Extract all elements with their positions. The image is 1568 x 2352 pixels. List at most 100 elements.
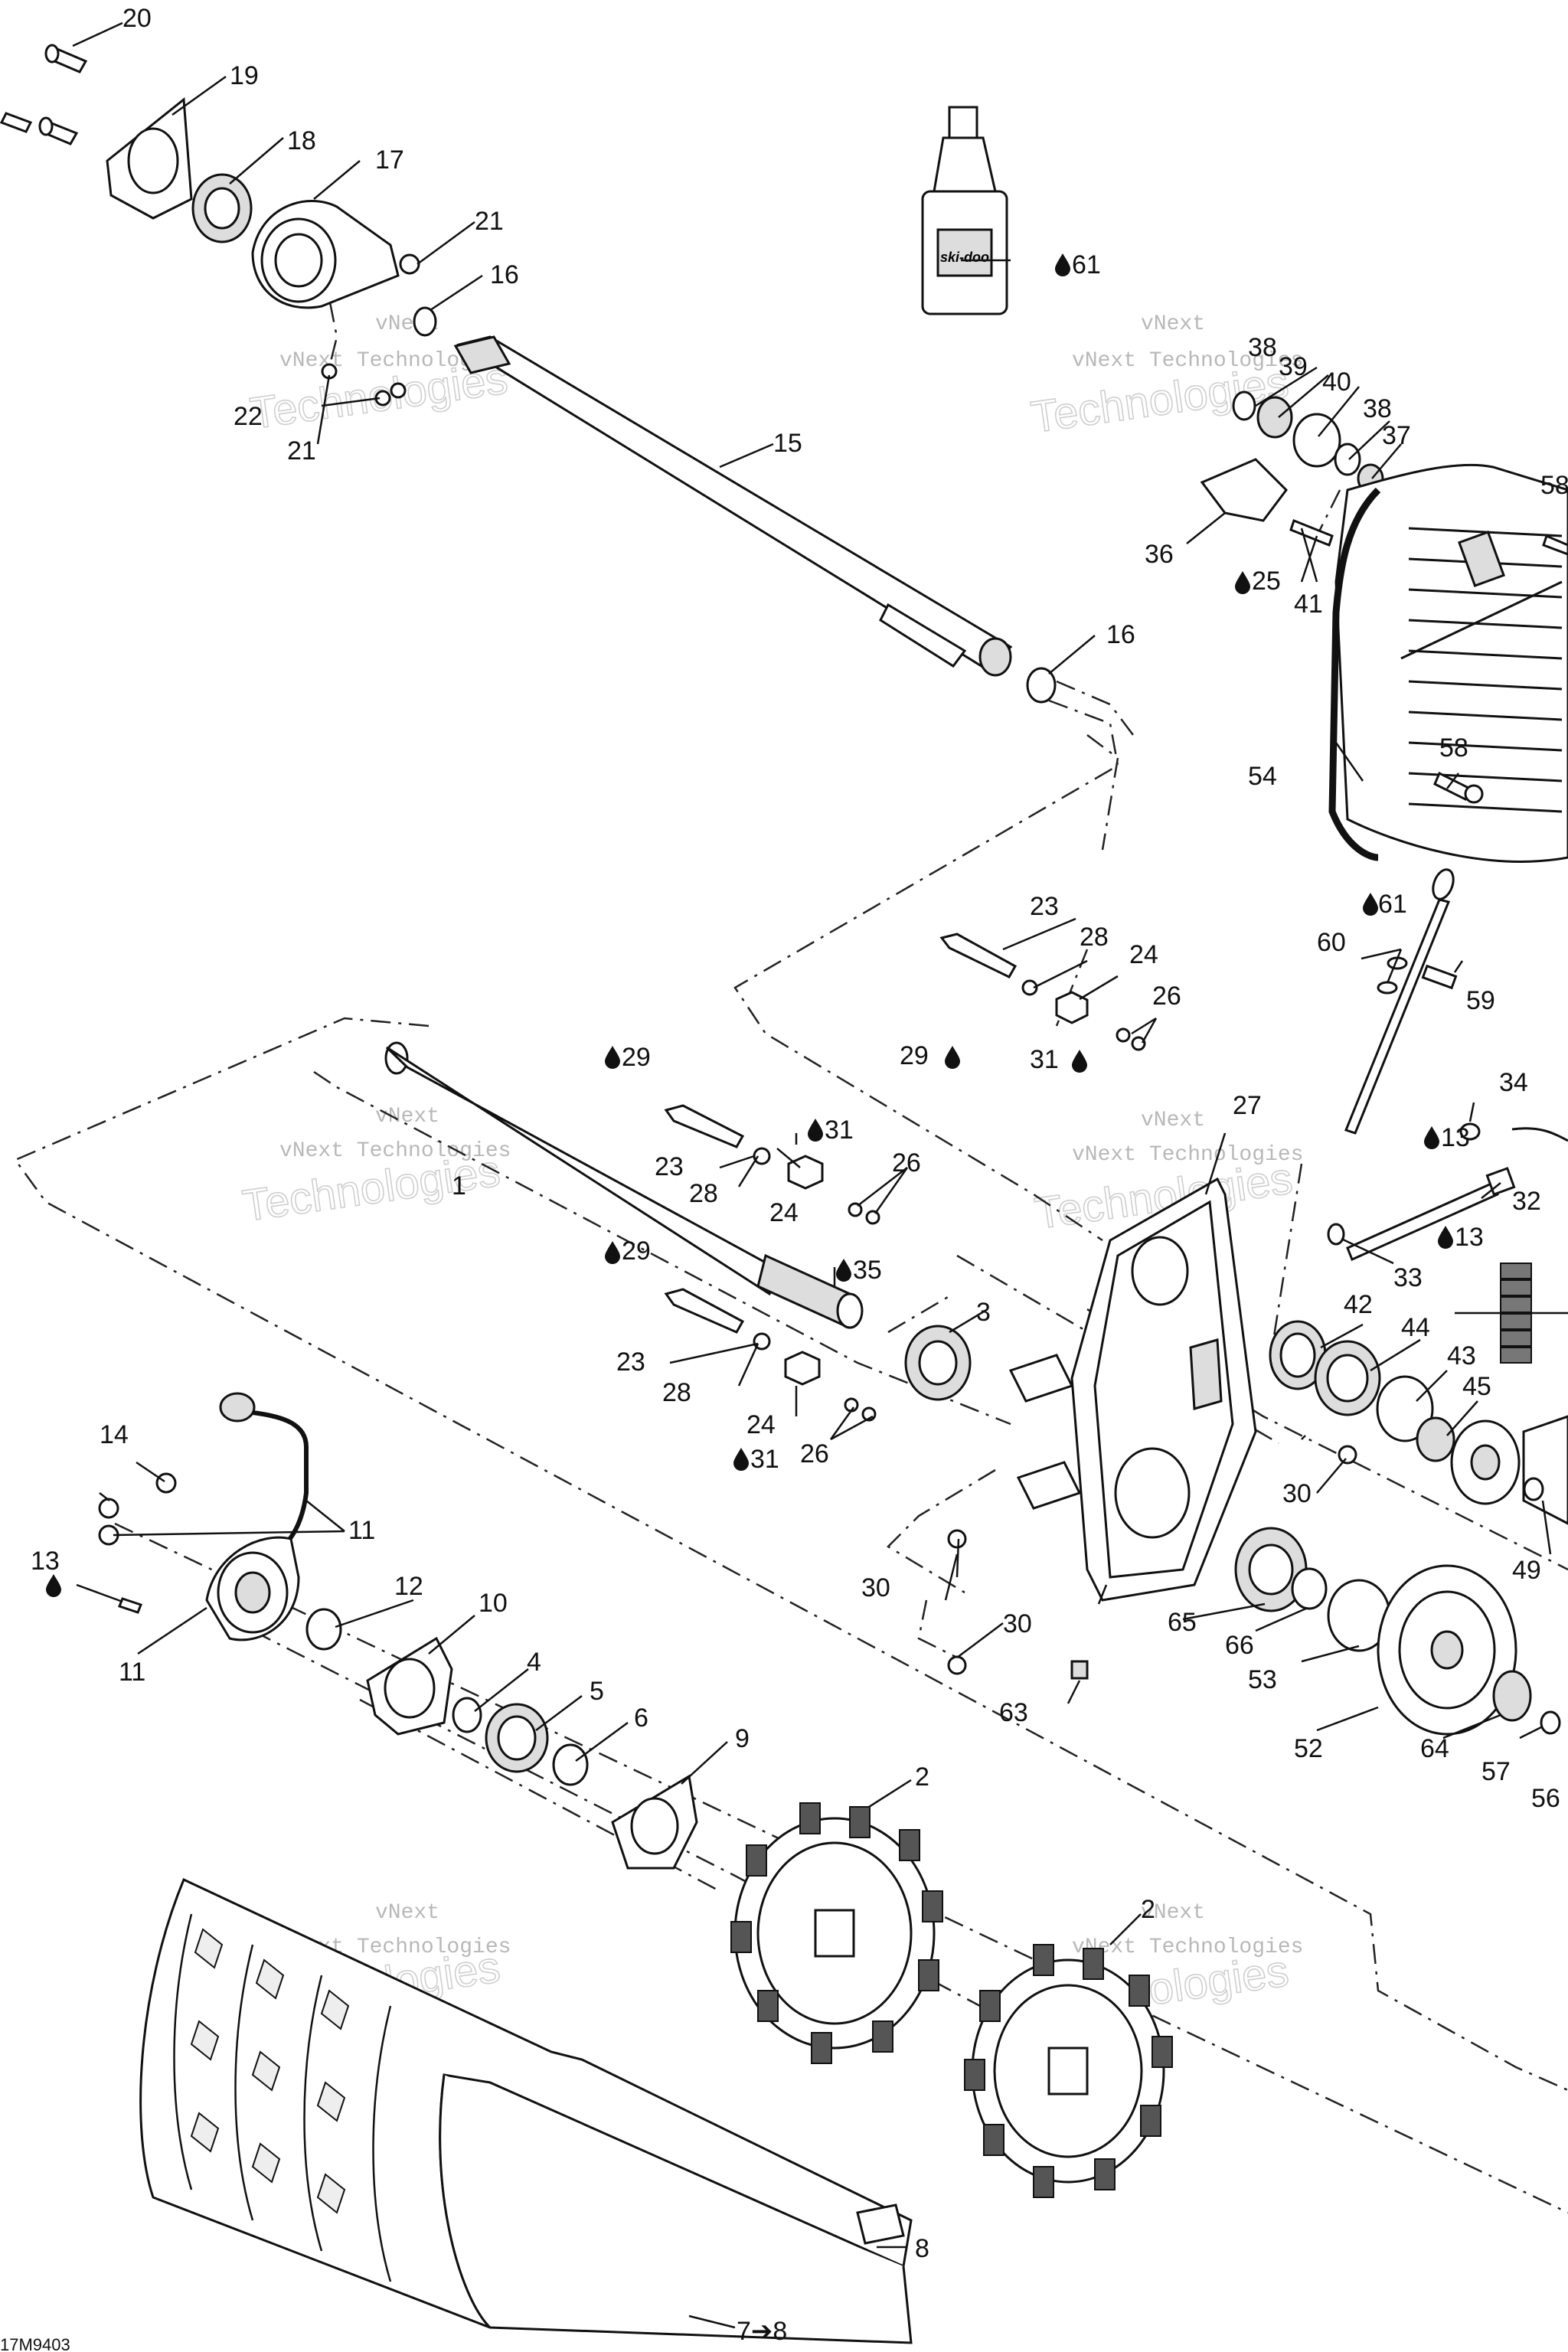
part-label: 23 <box>655 1152 684 1181</box>
part-label: 24 <box>746 1410 776 1439</box>
part-label: 57 <box>1481 1757 1511 1786</box>
part-label: 6 <box>634 1704 648 1733</box>
part-label: 30 <box>1282 1479 1312 1508</box>
part-label: 20 <box>122 4 152 33</box>
part-label: 37 <box>1382 421 1411 450</box>
part-label: 61 <box>1378 890 1407 919</box>
part-label: 23 <box>1030 892 1059 921</box>
part-label: 56 <box>1531 1784 1560 1813</box>
part-label: 17 <box>375 145 404 175</box>
shaft-15 <box>453 335 1057 704</box>
part-label: 10 <box>479 1589 508 1618</box>
sprocket-lower <box>964 1944 1173 2198</box>
part-label: 13 <box>1441 1123 1470 1152</box>
part-label: 45 <box>1462 1372 1491 1401</box>
part-label: 53 <box>1248 1665 1277 1694</box>
part-label: 43 <box>1447 1341 1476 1370</box>
svg-text:vNext: vNext <box>1141 1109 1205 1132</box>
figure-code: 17M9403 <box>0 2335 70 2352</box>
part-label: 12 <box>394 1572 423 1601</box>
part-label: 5 <box>590 1677 604 1706</box>
part-label: 34 <box>1499 1068 1528 1097</box>
left-bearing-group <box>98 1392 698 1870</box>
part-label: 7➔8 <box>737 2317 787 2346</box>
part-label: 31 <box>1030 1045 1059 1074</box>
leader-lines <box>72 21 1568 2329</box>
part-label: 11 <box>348 1516 375 1545</box>
part-label: 28 <box>662 1378 691 1407</box>
seal-3 <box>904 1325 972 1401</box>
part-label: 23 <box>616 1348 645 1377</box>
part-label: 30 <box>1003 1609 1032 1638</box>
chaincase-internals <box>947 1320 1568 1736</box>
part-label: 27 <box>1233 1091 1262 1120</box>
watermark: vNext vNext Technologies Technologies vN… <box>239 312 1303 2032</box>
dipstick <box>1344 868 1458 1135</box>
part-label: 39 <box>1279 352 1308 381</box>
part-label: 3 <box>976 1298 991 1327</box>
part-label: 4 <box>527 1648 541 1677</box>
part-label: 18 <box>287 126 316 155</box>
part-label: 32 <box>1512 1187 1541 1216</box>
svg-text:vNext Technologies: vNext Technologies <box>1072 1143 1303 1167</box>
part-labels: 20 19 18 17 21 16 22 21 15 16 61 38 39 4… <box>0 4 1568 2352</box>
part-label: 16 <box>490 260 519 289</box>
part-label: 21 <box>287 436 316 466</box>
part-label: 2 <box>1141 1895 1155 1924</box>
part-label: 24 <box>769 1198 799 1227</box>
svg-text:vNext: vNext <box>1141 1901 1205 1925</box>
chaincase-housing <box>1008 1177 1257 1602</box>
part-label: 31 <box>825 1116 854 1145</box>
part-label: 29 <box>622 1236 651 1266</box>
part-label: 31 <box>750 1445 779 1474</box>
part-label: 29 <box>622 1043 651 1072</box>
part-label: 42 <box>1344 1290 1373 1319</box>
part-label: 40 <box>1322 368 1351 397</box>
part-label: 60 <box>1317 928 1346 957</box>
part-label: 52 <box>1294 1734 1323 1763</box>
part-label: 19 <box>230 61 259 90</box>
part-label: 28 <box>1080 923 1109 952</box>
svg-text:vNext Technologies: vNext Technologies <box>1072 349 1303 373</box>
cover-group <box>1200 390 1568 863</box>
part-label: 44 <box>1401 1313 1430 1342</box>
part-label: 22 <box>234 402 263 431</box>
part-label: 58 <box>1540 471 1568 500</box>
bearing-housing-group <box>0 44 437 407</box>
part-label: 15 <box>773 429 802 458</box>
part-label: 9 <box>735 1724 750 1753</box>
drive-axle-1 <box>384 1041 864 1329</box>
part-label: 16 <box>1106 620 1135 649</box>
part-label: 33 <box>1393 1263 1423 1292</box>
part-label: 49 <box>1512 1556 1541 1585</box>
part-label: 25 <box>1252 567 1281 596</box>
part-label: 65 <box>1168 1608 1197 1637</box>
sprocket-upper <box>730 1802 943 2064</box>
oil-bottle: ski-doo <box>921 106 1008 315</box>
track-belt <box>139 1877 913 2344</box>
svg-text:vNext: vNext <box>375 1105 439 1129</box>
part-label: 1 <box>452 1171 466 1200</box>
part-label: 41 <box>1294 590 1323 619</box>
part-label: 21 <box>475 207 504 236</box>
part-label: 28 <box>689 1179 718 1208</box>
part-label: 58 <box>1439 733 1468 763</box>
part-label: 59 <box>1466 986 1495 1015</box>
part-label: 11 <box>119 1658 145 1687</box>
part-label: 54 <box>1248 762 1277 791</box>
part-label: 13 <box>1455 1223 1484 1252</box>
part-label: 66 <box>1225 1631 1254 1660</box>
part-label: 36 <box>1145 540 1174 569</box>
part-label: 13 <box>31 1547 60 1576</box>
part-label: 24 <box>1129 940 1158 969</box>
svg-text:ski-doo: ski-doo <box>940 250 989 265</box>
svg-text:vNext Technologies: vNext Technologies <box>1072 1936 1303 1959</box>
part-label: 8 <box>915 2234 929 2263</box>
part-label: 29 <box>900 1041 929 1070</box>
part-label: 26 <box>800 1439 829 1468</box>
part-label: 35 <box>853 1256 882 1285</box>
part-label: 38 <box>1248 333 1277 362</box>
part-label: 38 <box>1363 394 1392 423</box>
part-label: 14 <box>100 1420 129 1449</box>
